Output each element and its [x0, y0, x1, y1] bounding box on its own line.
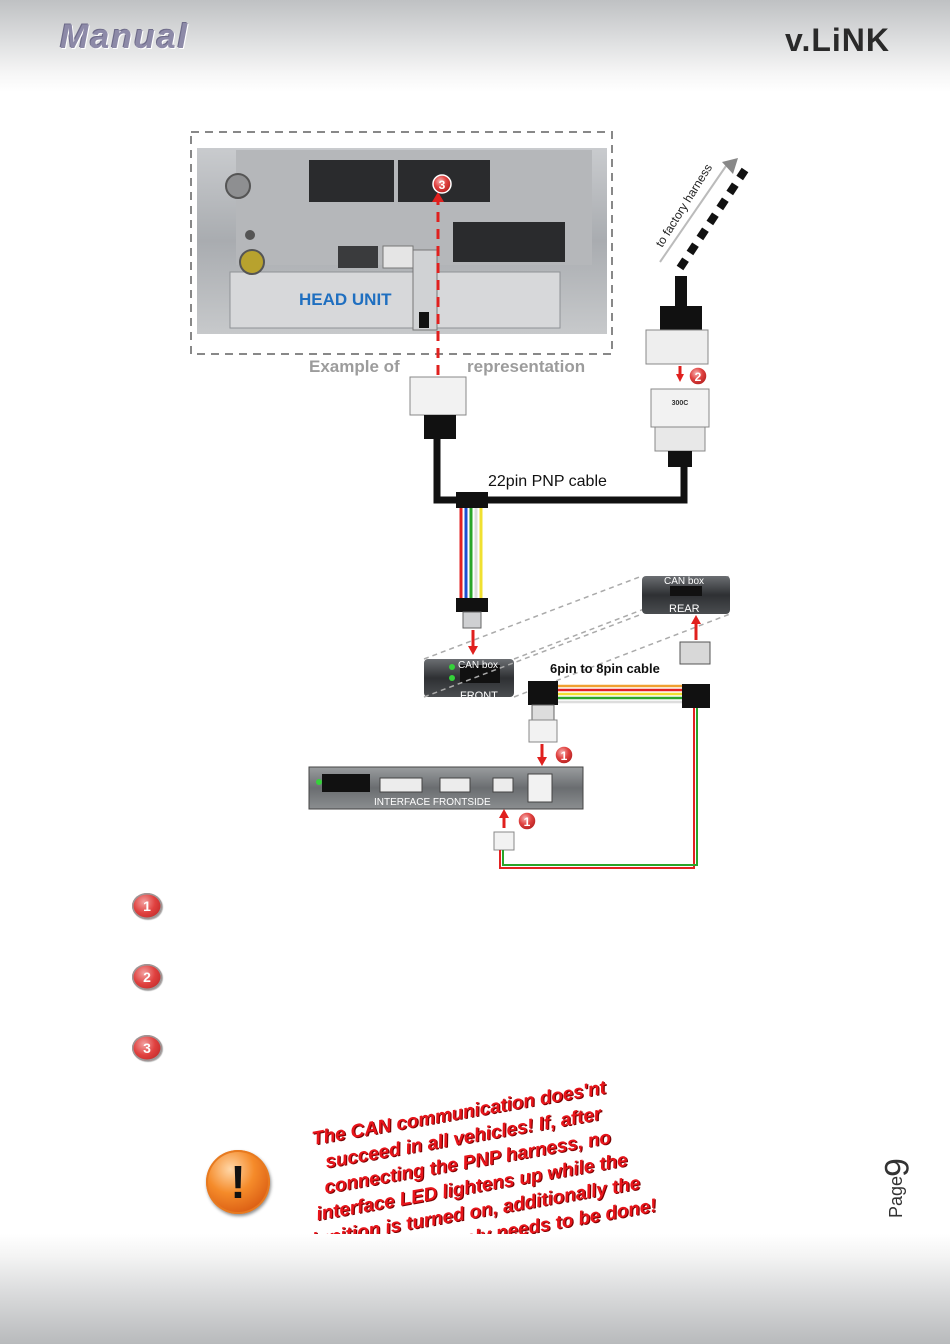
example-label-left: Example of — [309, 357, 400, 376]
svg-text:1: 1 — [561, 749, 568, 763]
pnp-cable-label: 22pin PNP cable — [488, 473, 607, 490]
legend-item-3: 3 — [132, 1035, 164, 1061]
pnp-cable — [433, 439, 688, 504]
head-unit-label: HEAD UNIT — [299, 290, 392, 309]
sixpin-cable — [528, 681, 710, 708]
can-front-title: CAN box — [458, 660, 498, 671]
svg-text:3: 3 — [439, 178, 446, 192]
marker-1-bottom: 1 — [517, 811, 537, 831]
marker-2-icon: 2 — [132, 964, 162, 990]
sixpin-cable-label: 6pin to 8pin cable — [550, 661, 660, 676]
interface-label: INTERFACE FRONTSIDE — [374, 797, 491, 808]
marker-1-icon: 1 — [132, 893, 162, 919]
head-unit-frame — [190, 131, 613, 355]
pnp-connector-right: 300C — [650, 388, 710, 467]
marker-3: 3 — [432, 174, 452, 194]
can-box-rear — [642, 576, 730, 614]
legend-item-1: 1 — [132, 893, 164, 919]
svg-text:2: 2 — [695, 370, 702, 384]
marker-3-icon: 3 — [132, 1035, 162, 1061]
header-band — [0, 0, 950, 92]
can-front-sub: FRONT — [460, 690, 498, 702]
power-wire — [499, 708, 695, 869]
svg-text:1: 1 — [524, 815, 531, 829]
pnp-connector-left — [409, 376, 467, 439]
can-box-front — [424, 659, 514, 697]
footer-band — [0, 1234, 950, 1344]
head-unit-image — [197, 148, 607, 334]
manual-logo: Manual — [60, 18, 190, 56]
can-rear-title: CAN box — [664, 576, 704, 587]
can-rear-sub: REAR — [669, 603, 700, 615]
example-label-right: representation — [467, 357, 585, 376]
exclamation-icon: ! — [206, 1150, 270, 1214]
marker-2: 2 — [688, 366, 708, 386]
legend-item-2: 2 — [132, 964, 164, 990]
wiring-diagram: HEAD UNIT 3 Example of representation to… — [190, 131, 749, 869]
marker-1-top: 1 — [554, 745, 574, 765]
interface-box — [308, 766, 584, 810]
factory-connector-top — [645, 276, 709, 365]
svg-text:300C: 300C — [672, 400, 689, 407]
page-number: 9 — [878, 1158, 917, 1177]
colored-wire-bundle — [459, 508, 483, 600]
vlink-logo: v.LiNK — [785, 22, 890, 58]
